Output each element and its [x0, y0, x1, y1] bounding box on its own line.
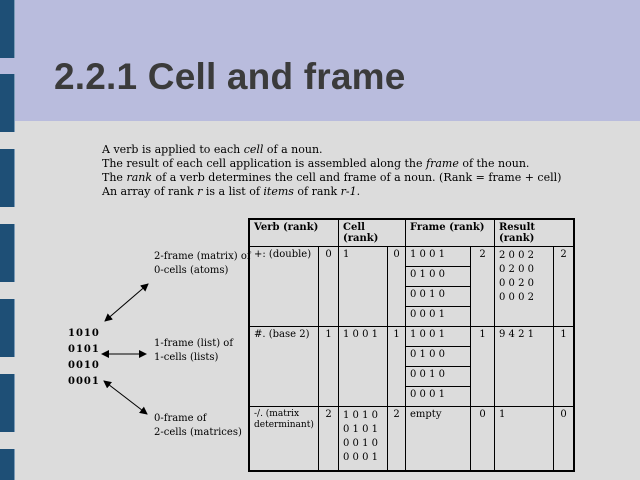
header-frame: Frame (rank)	[405, 218, 495, 247]
intro-line-4: An array of rank r is a list of items of…	[102, 185, 361, 198]
side-bar-6	[0, 374, 15, 432]
result-rank: 2	[553, 246, 575, 327]
verb-line: -/. (matrix	[254, 409, 300, 419]
result-row: 0 2 0 0	[499, 264, 534, 275]
side-bar-1	[0, 0, 15, 58]
frame-rank: 1	[470, 326, 495, 407]
slide-title: 2.2.1 Cell and frame	[54, 56, 406, 97]
matrix-row: 0101	[68, 344, 100, 355]
verb-rank: 0	[318, 246, 339, 327]
label-2-frame: 2-frame (matrix) of 0-cells (atoms)	[154, 250, 251, 278]
cell-rank: 0	[387, 246, 406, 327]
verb-determinant: -/. (matrix determinant)	[248, 406, 319, 471]
label-1-frame-line2: 1-cells (lists)	[154, 352, 219, 363]
frame-row: 1 0 0 1	[406, 247, 470, 267]
matrix-row: 0001	[68, 376, 100, 387]
cell-rank: 2	[387, 406, 406, 471]
intro-line-3: The rank of a verb determines the cell a…	[102, 171, 562, 184]
frame-rank: 0	[470, 406, 495, 471]
label-1-frame-line1: 1-frame (list) of	[154, 338, 234, 349]
frame-row: 0 1 0 0	[406, 267, 470, 287]
matrix-row: 0010	[68, 360, 100, 371]
frame-value: 1 0 0 1 0 1 0 0 0 0 1 0 0 0 0 1	[405, 326, 471, 407]
verb-base2: #. (base 2)	[248, 326, 319, 407]
label-0-frame-line1: 0-frame of	[154, 413, 207, 424]
frame-row: 1 0 0 1	[406, 327, 470, 347]
cell-row: 0 0 0 1	[343, 452, 378, 463]
arrow-2-frame	[104, 283, 149, 322]
cell-rank: 1	[387, 326, 406, 407]
verb-rank: 1	[318, 326, 339, 407]
side-bar-7	[0, 449, 15, 480]
cell-value: 1 0 0 1	[338, 326, 388, 407]
intro-line-2: The result of each cell application is a…	[102, 157, 530, 170]
example-matrix: 1010 0101 0010 0001	[68, 326, 100, 390]
verb-double: +: (double)	[248, 246, 319, 327]
frame-row: 0 1 0 0	[406, 347, 470, 367]
side-bar-5	[0, 299, 15, 357]
cell-value: 1	[338, 246, 388, 327]
result-value: 9 4 2 1	[494, 326, 554, 407]
side-bar-2	[0, 74, 15, 132]
result-rank: 0	[553, 406, 575, 471]
cell-row: 0 1 0 1	[343, 424, 378, 435]
result-value: 2 0 0 2 0 2 0 0 0 0 2 0 0 0 0 2	[494, 246, 554, 327]
result-row: 2 0 0 2	[499, 250, 534, 261]
frame-row: 0 0 0 1	[410, 389, 445, 400]
frame-row: 0 0 1 0	[406, 367, 470, 387]
frame-rank: 2	[470, 246, 495, 327]
intro-line-1: A verb is applied to each cell of a noun…	[102, 143, 323, 156]
verb-rank: 2	[318, 406, 339, 471]
arrow-0-frame	[103, 380, 148, 415]
intro-text: A verb is applied to each cell of a noun…	[102, 143, 561, 199]
rank-table: Verb (rank) Cell (rank) Frame (rank) Res…	[248, 218, 575, 472]
side-bar-3	[0, 149, 15, 207]
frame-value: empty	[405, 406, 471, 471]
label-0-frame-line2: 2-cells (matrices)	[154, 427, 242, 438]
label-2-frame-line1: 2-frame (matrix) of	[154, 251, 251, 262]
frame-row: 0 0 0 1	[410, 309, 445, 320]
header-result: Result (rank)	[494, 218, 575, 247]
label-0-frame: 0-frame of 2-cells (matrices)	[154, 412, 242, 440]
label-2-frame-line2: 0-cells (atoms)	[154, 265, 229, 276]
result-rank: 1	[553, 326, 575, 407]
cell-row: 1 0 1 0	[343, 410, 378, 421]
frame-value: 1 0 0 1 0 1 0 0 0 0 1 0 0 0 0 1	[405, 246, 471, 327]
verb-line: determinant)	[254, 420, 314, 430]
title-band	[0, 0, 640, 121]
result-row: 0 0 0 2	[499, 292, 534, 303]
label-1-frame: 1-frame (list) of 1-cells (lists)	[154, 337, 233, 365]
matrix-row: 1010	[68, 328, 100, 339]
cell-row: 0 0 1 0	[343, 438, 378, 449]
side-bar-4	[0, 224, 15, 282]
frame-row: 0 0 1 0	[406, 287, 470, 307]
result-value: 1	[494, 406, 554, 471]
header-cell: Cell (rank)	[338, 218, 406, 247]
result-row: 0 0 2 0	[499, 278, 534, 289]
header-verb: Verb (rank)	[248, 218, 339, 247]
cell-value: 1 0 1 0 0 1 0 1 0 0 1 0 0 0 0 1	[338, 406, 388, 471]
